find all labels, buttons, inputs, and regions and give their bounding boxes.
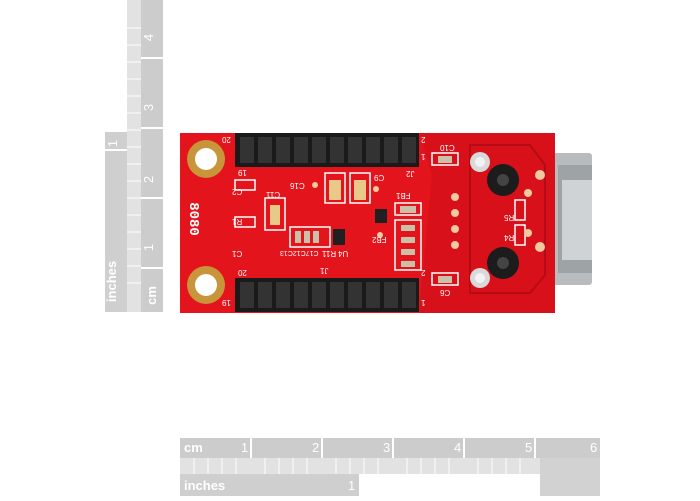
horizontal-cm-number-5: 5 <box>525 440 533 455</box>
j1-pin-20: 20 <box>238 268 247 277</box>
label-c11: C11 <box>266 190 281 199</box>
horizontal-inch-number-1: 1 <box>348 478 356 493</box>
vertical-inch-label: inches <box>104 260 120 303</box>
horizontal-cm-number-3: 3 <box>383 440 391 455</box>
horizontal-cm-number-6: 6 <box>590 440 598 455</box>
horizontal-ruler: cm 1 2 3 4 5 6 inches 1 <box>180 438 600 496</box>
pcb-graphic <box>180 133 592 313</box>
label-c17c12c13: C17C12C13 <box>280 249 319 256</box>
label-r4: R4 <box>504 233 515 242</box>
j1-pin-19: 19 <box>222 298 231 307</box>
horizontal-ruler-graphic <box>180 438 600 496</box>
vertical-cm-number-1: 1 <box>141 243 157 252</box>
j1-pin-1: 1 <box>421 298 426 307</box>
j1-pin-2: 2 <box>421 268 426 277</box>
label-j2: J2 <box>406 169 415 178</box>
horizontal-cm-label: cm <box>184 440 203 455</box>
horizontal-cm-number-4: 4 <box>454 440 462 455</box>
vertical-ruler: 4 3 2 1 cm 1 inches <box>104 0 163 312</box>
label-c6: C6 <box>440 288 451 297</box>
label-r11: R11 <box>322 249 337 258</box>
label-j1: J1 <box>320 266 329 275</box>
pcb-board: 8080 20 2 19 1 19 1 20 2 C10 J2 J1 C2 C1… <box>170 125 600 320</box>
label-u4: U4 <box>338 249 349 258</box>
label-c9: C9 <box>374 173 385 182</box>
vertical-cm-number-3: 3 <box>141 103 157 112</box>
label-r1: R1 <box>232 217 243 226</box>
vertical-cm-number-4: 4 <box>141 33 157 42</box>
label-c16: C16 <box>290 181 305 190</box>
board-code: 8080 <box>184 202 201 236</box>
horizontal-inch-label: inches <box>184 478 226 493</box>
j2-pin-20: 20 <box>222 135 231 144</box>
label-c10: C10 <box>440 143 455 152</box>
label-fb2: FB2 <box>372 235 387 244</box>
j2-pin-1: 1 <box>421 152 426 161</box>
j2-pin-2: 2 <box>421 135 426 144</box>
horizontal-cm-number-1: 1 <box>241 440 249 455</box>
vertical-cm-number-2: 2 <box>141 175 157 184</box>
label-fb1: FB1 <box>396 191 411 200</box>
label-c1: C1 <box>232 249 243 258</box>
j2-pin-19: 19 <box>238 168 247 177</box>
vertical-inch-number-1: 1 <box>105 139 121 148</box>
label-c2: C2 <box>232 187 243 196</box>
label-r5: R5 <box>504 213 515 222</box>
vertical-ruler-graphic <box>105 0 163 312</box>
vertical-cm-label: cm <box>143 286 159 305</box>
horizontal-cm-number-2: 2 <box>312 440 320 455</box>
